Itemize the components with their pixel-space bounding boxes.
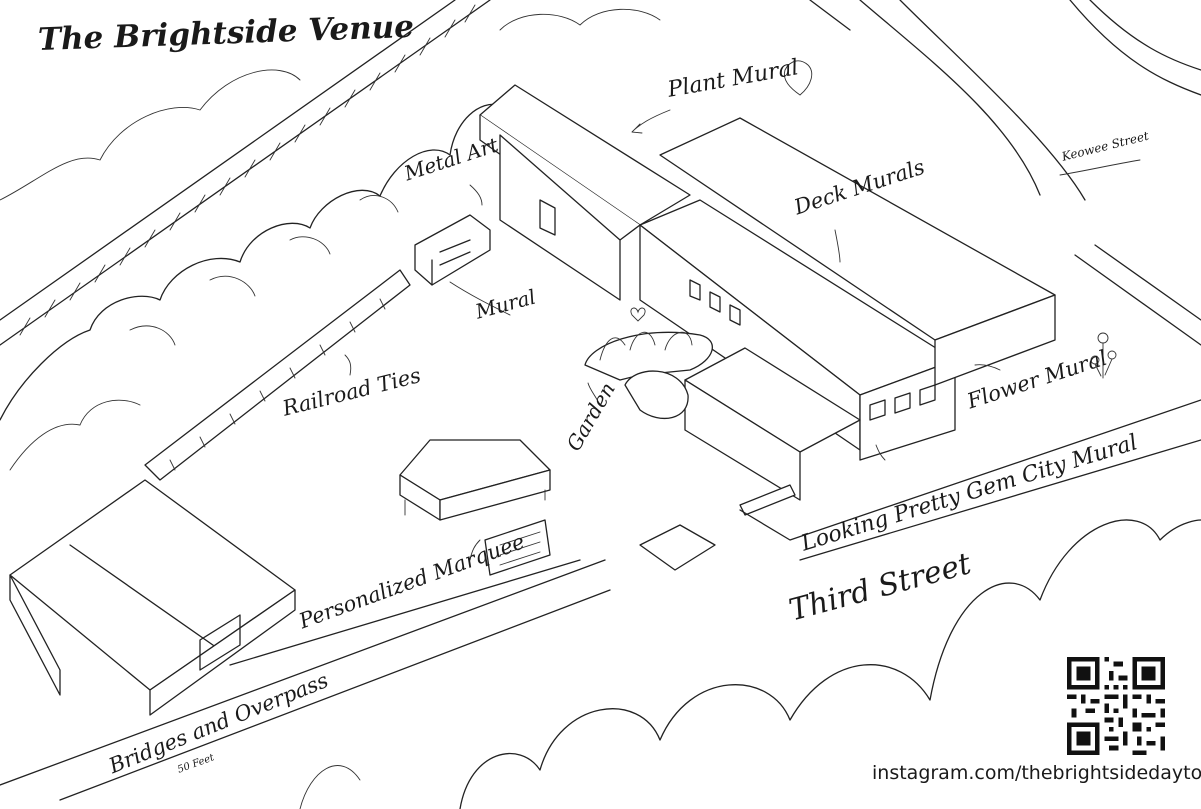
railroad-track xyxy=(0,0,491,346)
label-arrows xyxy=(344,109,1141,561)
marquee-structure xyxy=(399,439,551,576)
instagram-link[interactable]: instagram.com/thebrightsidedayton xyxy=(872,762,1201,784)
tree-line xyxy=(0,8,661,471)
lower-left-building xyxy=(9,479,296,716)
flower-icon xyxy=(1090,332,1117,379)
metal-art-shed xyxy=(414,214,491,286)
plant-icon xyxy=(783,60,813,96)
planter-box xyxy=(639,484,796,571)
main-building xyxy=(479,84,1056,501)
qr-code-icon[interactable] xyxy=(1067,657,1165,755)
garden-bed xyxy=(584,331,713,419)
bottom-tree-clouds xyxy=(299,519,1201,809)
heart-icon xyxy=(630,307,646,322)
railroad-ties-wall xyxy=(144,269,411,481)
